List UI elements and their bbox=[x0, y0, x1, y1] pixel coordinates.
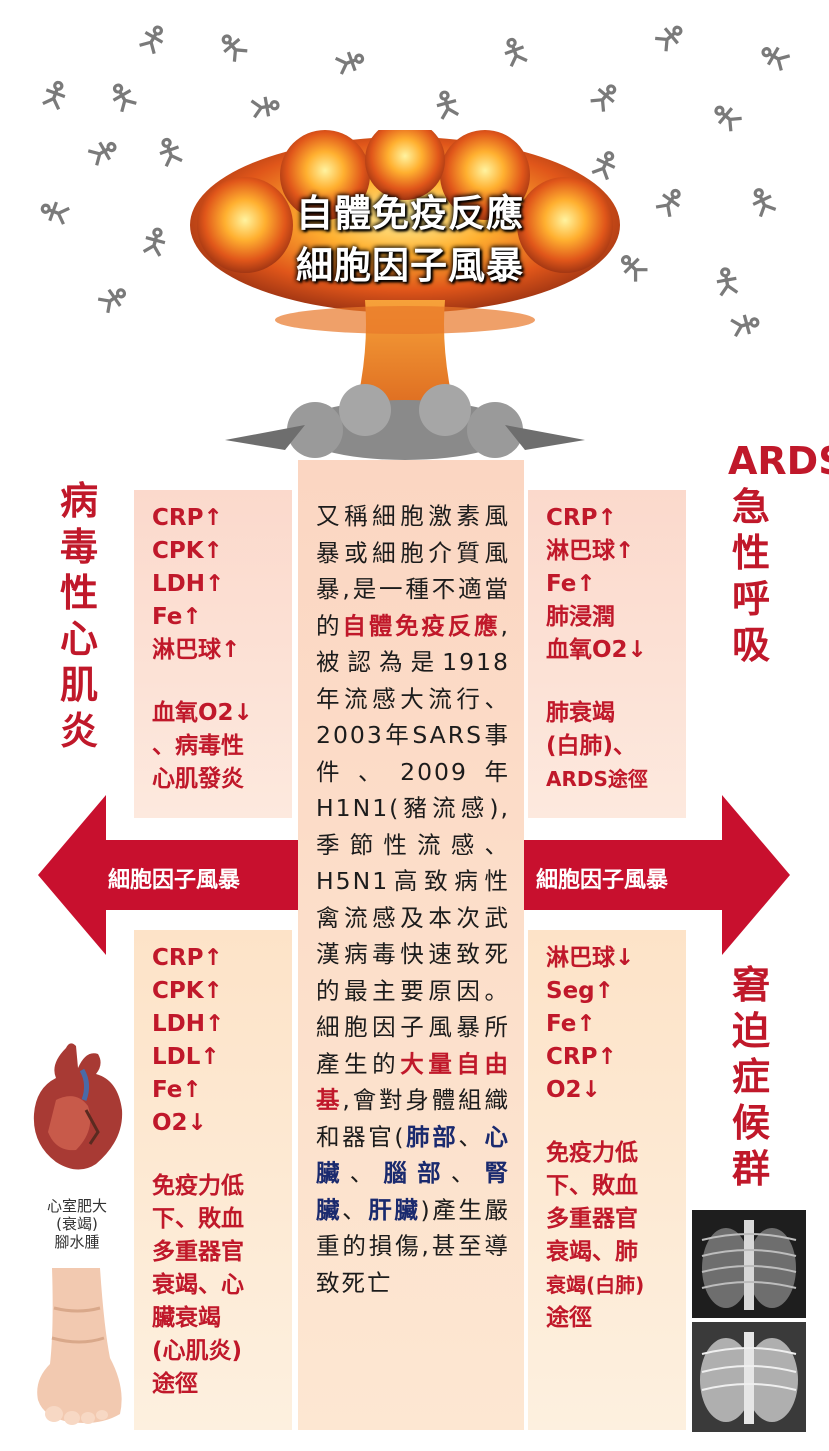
arrow-right-label: 細胞因子風暴 bbox=[536, 868, 669, 893]
heart-caption: 心室肥大 (衰竭) 腳水腫 bbox=[46, 1197, 107, 1251]
box-line: 途徑 bbox=[152, 1371, 198, 1397]
box-line: CRP↑ bbox=[546, 505, 617, 531]
falling-person-icon: 🯅 bbox=[208, 22, 258, 72]
box-line: 多重器官 bbox=[152, 1239, 244, 1265]
box-line: ARDS途徑 bbox=[546, 767, 648, 791]
left-vertical-label: 病毒性心肌炎 bbox=[59, 479, 98, 753]
box-line: O2↓ bbox=[546, 1077, 601, 1103]
falling-person-icon: 🯅 bbox=[708, 259, 746, 305]
falling-person-icon: 🯅 bbox=[645, 12, 695, 62]
box-line: 血氧O2↓ bbox=[546, 637, 647, 663]
box-line: 途徑 bbox=[546, 1305, 592, 1331]
box-line: CRP↑ bbox=[152, 945, 223, 971]
box-line: O2↓ bbox=[152, 1110, 207, 1136]
falling-person-icon: 🯅 bbox=[242, 88, 288, 126]
right-bottom-box: 淋巴球↓ Seg↑ Fe↑ CRP↑ O2↓ 免疫力低 下、敗血 多重器官 衰竭… bbox=[528, 930, 686, 1430]
box-line: CRP↑ bbox=[152, 505, 223, 531]
falling-person-icon: 🯅 bbox=[100, 72, 146, 122]
box-line: Fe↑ bbox=[546, 571, 596, 597]
box-line: LDH↑ bbox=[152, 1011, 225, 1037]
box-line: 心肌發炎 bbox=[152, 766, 244, 792]
falling-person-icon: 🯅 bbox=[494, 28, 536, 76]
box-line: 免疫力低 bbox=[152, 1173, 244, 1199]
box-line: 下、敗血 bbox=[152, 1206, 244, 1232]
main-title: 自體免疫反應 細胞因子風暴 bbox=[250, 188, 570, 292]
falling-person-icon: 🯅 bbox=[580, 72, 630, 122]
box-line: Fe↑ bbox=[152, 604, 202, 630]
box-line: CRP↑ bbox=[546, 1044, 617, 1070]
chest-xray-image-bottom bbox=[692, 1322, 806, 1432]
double-arrow bbox=[38, 795, 790, 955]
falling-person-icon: 🯅 bbox=[87, 275, 138, 323]
left-bottom-box: CRP↑ CPK↑ LDH↑ LDL↑ Fe↑ O2↓ 免疫力低 下、敗血 多重… bbox=[134, 930, 292, 1430]
box-line: (白肺)、 bbox=[546, 733, 637, 759]
falling-person-icon: 🯅 bbox=[702, 92, 752, 142]
box-line: 衰竭、肺 bbox=[546, 1239, 638, 1265]
title-line-1: 自體免疫反應 bbox=[296, 192, 524, 235]
swollen-foot-illustration bbox=[37, 1268, 122, 1425]
heart-illustration bbox=[33, 1043, 123, 1170]
falling-person-icon: 🯅 bbox=[326, 41, 374, 83]
right-top-box: CRP↑ 淋巴球↑ Fe↑ 肺浸潤 血氧O2↓ 肺衰竭 (白肺)、 ARDS途徑 bbox=[528, 490, 686, 818]
falling-person-icon: 🯅 bbox=[740, 177, 785, 227]
falling-person-icon: 🯅 bbox=[34, 71, 76, 119]
box-line: LDH↑ bbox=[152, 571, 225, 597]
mushroom-cloud-explosion bbox=[190, 130, 620, 460]
arrow-left-label: 細胞因子風暴 bbox=[108, 868, 241, 893]
box-line: CPK↑ bbox=[152, 538, 223, 564]
box-line: 淋巴球↑ bbox=[546, 538, 635, 564]
center-description: 又稱細胞激素風暴或細胞介質風暴,是一種不適當的自體免疫反應,被認為是1918年流… bbox=[298, 460, 524, 1430]
box-line: Seg↑ bbox=[546, 978, 614, 1004]
box-line: 下、敗血 bbox=[546, 1173, 638, 1199]
box-line: 、病毒性 bbox=[152, 733, 244, 759]
box-line: 衰竭、心 bbox=[152, 1272, 244, 1298]
falling-person-icon: 🯅 bbox=[78, 129, 128, 175]
falling-person-icon: 🯅 bbox=[721, 305, 769, 345]
box-line: 肺浸潤 bbox=[546, 604, 615, 630]
right-vertical-top-label: ARDS急性呼吸 bbox=[728, 439, 829, 667]
box-line: 淋巴球↑ bbox=[152, 637, 241, 663]
right-vertical-bottom-label: 窘迫症候群 bbox=[731, 963, 770, 1191]
box-line: Fe↑ bbox=[546, 1011, 596, 1037]
box-line: Fe↑ bbox=[152, 1077, 202, 1103]
title-line-2: 細胞因子風暴 bbox=[296, 244, 524, 287]
box-line: (心肌炎) bbox=[152, 1338, 243, 1364]
box-line: 多重器官 bbox=[546, 1206, 638, 1232]
falling-person-icon: 🯅 bbox=[646, 177, 694, 227]
box-line: 淋巴球↓ bbox=[546, 945, 635, 971]
box-line: 免疫力低 bbox=[546, 1140, 638, 1166]
box-line: 血氧O2↓ bbox=[152, 700, 253, 726]
box-line: 肺衰竭 bbox=[546, 700, 615, 726]
box-line: LDL↑ bbox=[152, 1044, 220, 1070]
falling-person-icon: 🯅 bbox=[31, 191, 79, 233]
left-top-box: CRP↑ CPK↑ LDH↑ Fe↑ 淋巴球↑ 血氧O2↓ 、病毒性 心肌發炎 bbox=[134, 490, 292, 818]
falling-person-icon: 🯅 bbox=[750, 34, 800, 80]
falling-person-icon: 🯅 bbox=[130, 14, 176, 64]
falling-person-icon: 🯅 bbox=[427, 81, 467, 129]
box-line: 衰竭(白肺) bbox=[546, 1273, 645, 1297]
chest-xray-image-top bbox=[692, 1210, 806, 1318]
box-line: 臟衰竭 bbox=[152, 1305, 221, 1331]
box-line: CPK↑ bbox=[152, 978, 223, 1004]
